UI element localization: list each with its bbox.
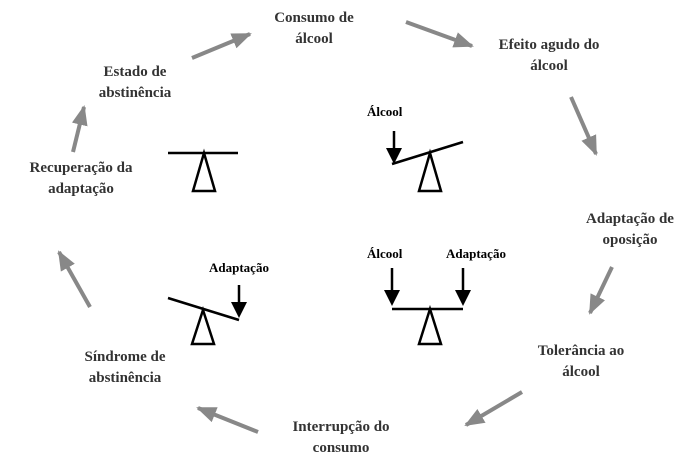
- stage-consumo: Consumo de álcool: [249, 8, 379, 50]
- stage-recuperacao-line2: adaptação: [48, 181, 114, 197]
- arrow-estado-to-consumo: [191, 32, 252, 60]
- stage-recuperacao: Recuperação da adaptação: [6, 158, 156, 200]
- label-adaptacao-balanced: Adaptação: [446, 246, 506, 261]
- balance-alcohol-beam: [391, 140, 464, 166]
- stage-sindrome-line1: Síndrome de: [84, 349, 166, 365]
- cycle-arrows: [57, 20, 614, 434]
- stage-tolerancia-line1: Tolerância ao: [537, 343, 625, 359]
- adaptation-weight-arrow-head-2: [231, 302, 247, 318]
- arrow-oposicao-to-tolerancia: [588, 266, 614, 315]
- stage-tolerancia-line2: álcool: [562, 364, 600, 380]
- balance-adaptation: [167, 285, 247, 346]
- arrow-tolerancia-to-interrupcao: [464, 390, 524, 427]
- stage-recuperacao-line1: Recuperação da: [29, 160, 133, 176]
- stage-sindrome-line2: abstinência: [88, 370, 162, 386]
- arrow-efeito-to-oposicao: [569, 96, 598, 156]
- alcohol-weight-arrow-head-2: [384, 290, 400, 306]
- label-adaptacao-tilted: Adaptação: [209, 260, 269, 275]
- arrow-recuperacao-to-estado: [71, 105, 88, 153]
- stage-estado: Estado de abstinência: [75, 62, 195, 104]
- stage-oposicao-line2: oposição: [602, 232, 658, 248]
- label-alcool-tilted: Álcool: [367, 104, 403, 119]
- balance-adaptation-fulcrum: [190, 305, 216, 346]
- arrow-sindrome-to-recuperacao: [57, 250, 92, 308]
- stage-interrupcao: Interrupção do consumo: [271, 417, 411, 459]
- label-alcool-balanced: Álcool: [367, 246, 403, 261]
- balance-both: [384, 268, 471, 346]
- arrow-interrupcao-to-sindrome: [196, 406, 259, 434]
- stage-consumo-line2: álcool: [295, 31, 333, 47]
- alcohol-weight-arrow-head: [386, 148, 402, 164]
- stage-oposicao: Adaptação de oposição: [570, 209, 688, 251]
- balance-both-fulcrum: [417, 304, 443, 346]
- stage-estado-line2: abstinência: [98, 85, 172, 101]
- arrow-consumo-to-efeito: [405, 20, 474, 48]
- stage-efeito-line1: Efeito agudo do: [498, 37, 600, 53]
- balance-alcohol: [386, 131, 464, 193]
- stage-interrupcao-line2: consumo: [312, 440, 370, 456]
- stage-estado-line1: Estado de: [103, 64, 167, 80]
- stage-oposicao-line1: Adaptação de: [586, 211, 674, 227]
- stage-sindrome: Síndrome de abstinência: [60, 347, 190, 389]
- stage-tolerancia: Tolerância ao álcool: [516, 341, 646, 383]
- balance-resting-fulcrum: [191, 148, 217, 193]
- balance-alcohol-fulcrum: [417, 148, 443, 193]
- balance-resting: [168, 148, 238, 193]
- stage-consumo-line1: Consumo de: [274, 10, 354, 26]
- adaptation-weight-arrow-head: [455, 290, 471, 306]
- stage-interrupcao-line1: Interrupção do: [292, 419, 390, 435]
- stage-efeito: Efeito agudo do álcool: [474, 35, 624, 77]
- stage-efeito-line2: álcool: [530, 58, 568, 74]
